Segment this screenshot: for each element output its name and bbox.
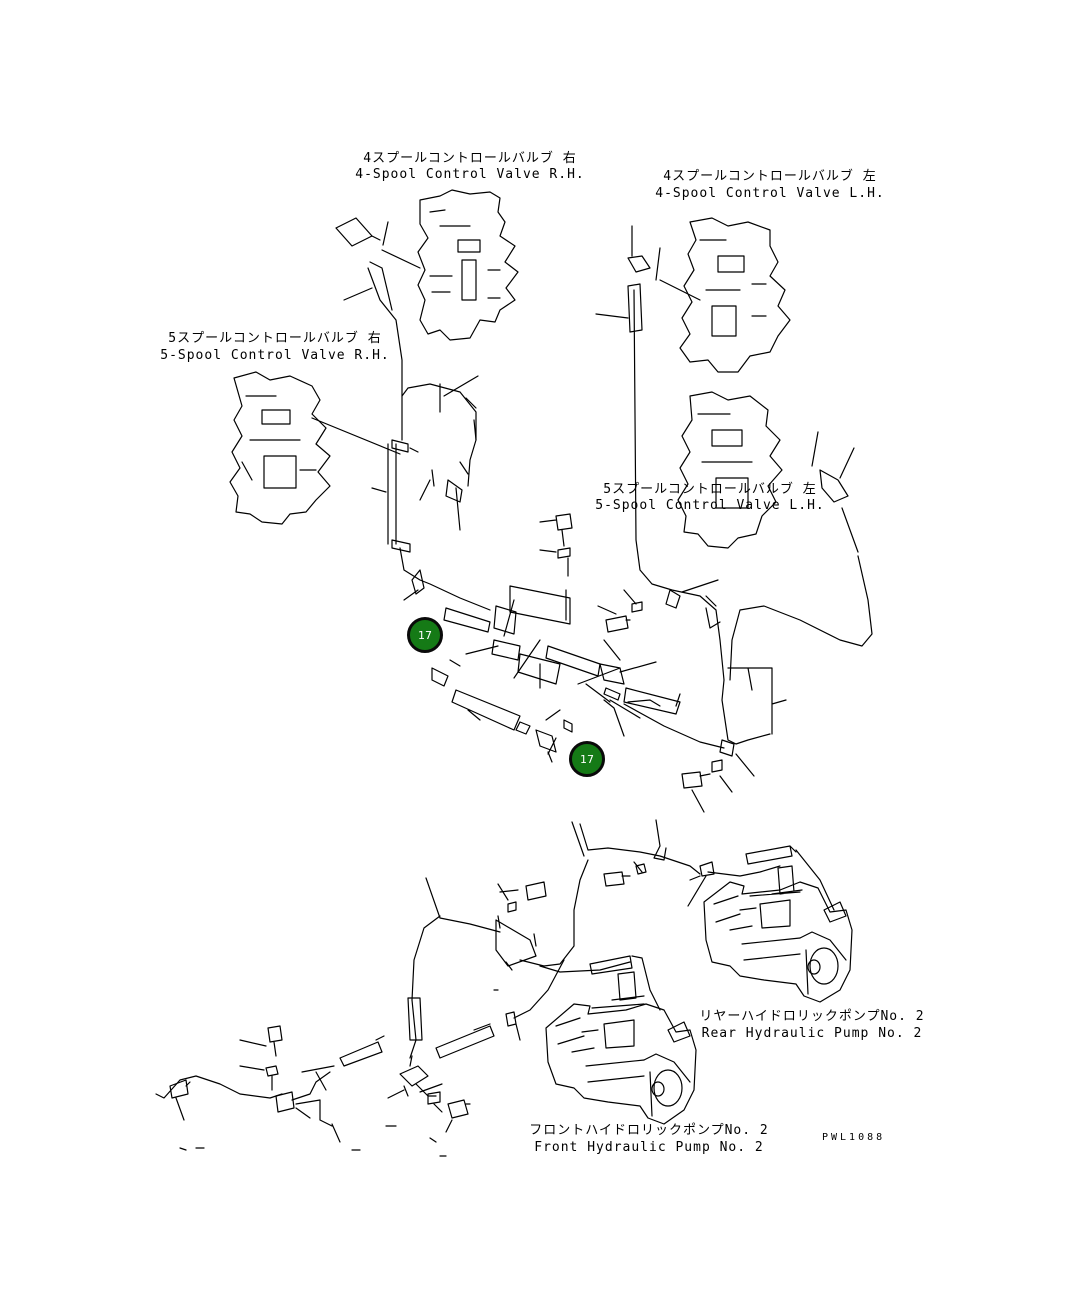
bolts-upper (539, 513, 643, 633)
label-front-pump-en: Front Hydraulic Pump No. 2 (534, 1140, 764, 1155)
front-hydraulic-pump (545, 971, 697, 1125)
valve-5spool-rh (229, 371, 331, 525)
label-5spool-rh-en: 5-Spool Control Valve R.H. (160, 348, 390, 363)
label-front-pump-jp: フロントハイドロリックポンプNo. 2 (529, 1123, 769, 1138)
valve-4spool-lh (627, 217, 791, 373)
label-rear-pump-jp: リヤーハイドロリックポンプNo. 2 (699, 1009, 925, 1024)
label-4spool-rh-jp: 4スプールコントロールバルブ 右 (363, 151, 577, 166)
junction-assembly (431, 585, 681, 763)
label-5spool-lh-jp: 5スプールコントロールバルブ 左 (603, 482, 817, 497)
label-rear-pump-en: Rear Hydraulic Pump No. 2 (701, 1026, 923, 1041)
rear-hydraulic-pump (703, 865, 853, 1003)
valve-4spool-rh (335, 189, 519, 341)
hose-routing-right (595, 283, 873, 813)
label-4spool-lh-jp: 4スプールコントロールバルブ 左 (663, 169, 877, 184)
hose-routing-upper (311, 261, 491, 611)
hose-routing-lower (407, 819, 835, 1059)
label-4spool-lh-en: 4-Spool Control Valve L.H. (655, 186, 885, 201)
valve-5spool-lh (677, 391, 859, 553)
callout-17-upper[interactable]: 17 (407, 617, 443, 653)
label-5spool-rh-jp: 5スプールコントロールバルブ 右 (168, 331, 382, 346)
drawing-code: PWL1088 (822, 1132, 886, 1143)
callout-17-lower[interactable]: 17 (569, 741, 605, 777)
lower-left-assembly (155, 1025, 471, 1157)
label-4spool-rh-en: 4-Spool Control Valve R.H. (355, 167, 585, 182)
label-5spool-lh-en: 5-Spool Control Valve L.H. (595, 498, 825, 513)
